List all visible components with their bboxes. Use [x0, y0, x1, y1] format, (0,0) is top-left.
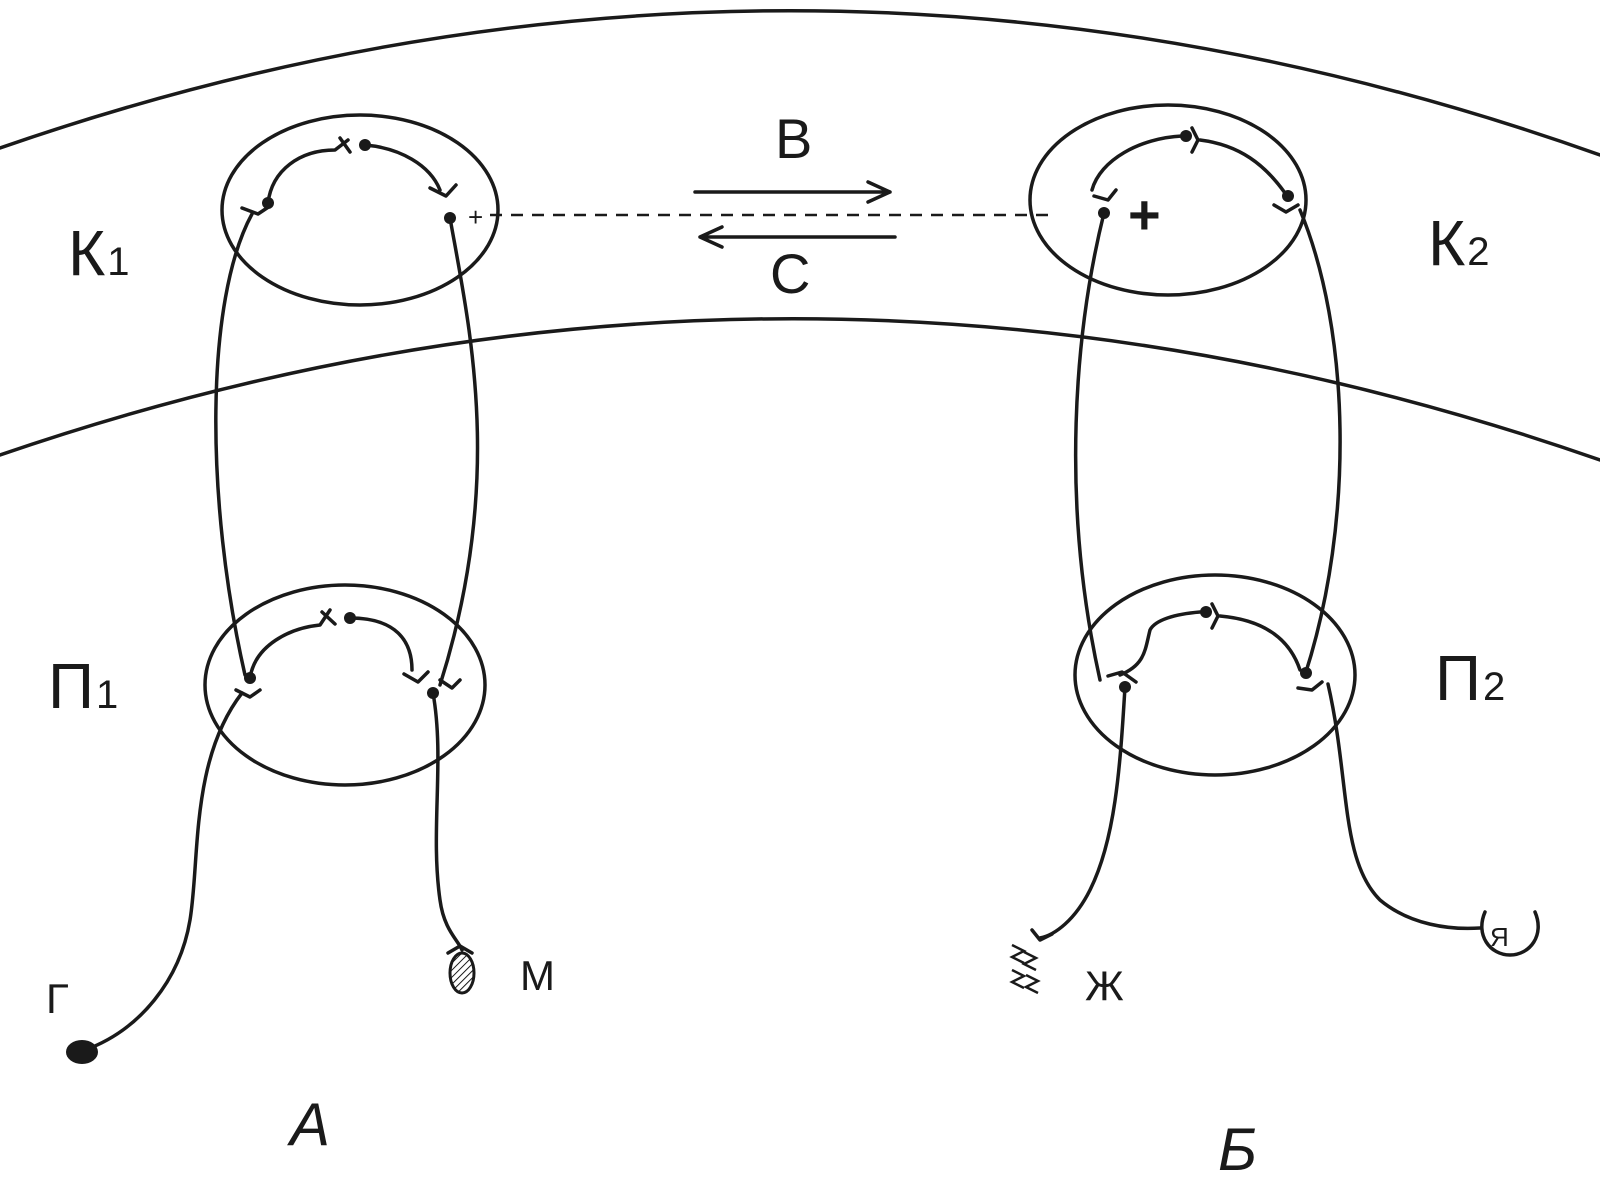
arrow-back — [698, 225, 897, 249]
label-zh: Ж — [1085, 962, 1124, 1009]
arrow-label-b: В — [775, 107, 812, 170]
label-k2: К2 — [1428, 207, 1490, 279]
zh-terminal — [1030, 928, 1054, 942]
p1-internal-pathway — [248, 608, 430, 684]
effector-ya-icon — [1480, 910, 1540, 957]
cortical-center-k1 — [220, 113, 500, 307]
plus-sign-k1: + — [468, 202, 483, 232]
k1-p1-left-fiber — [214, 212, 254, 677]
subcortical-center-p2 — [1073, 573, 1357, 777]
label-g: Г — [46, 975, 69, 1022]
afferent-fiber-g — [83, 691, 244, 1052]
k1-p1-right-fiber — [438, 216, 480, 687]
panel-label-b: Б — [1218, 1116, 1257, 1183]
p1-synapse-left — [244, 672, 256, 684]
k2-internal-pathway — [1090, 126, 1300, 214]
p1-synapse-top — [344, 612, 356, 624]
arrow-label-c: С — [770, 242, 810, 305]
label-ya: Я — [1490, 922, 1509, 952]
p2-synapse-top — [1200, 606, 1212, 618]
afferent-fiber-zh — [1038, 685, 1127, 940]
cortex-outer-boundary — [0, 8, 1600, 157]
k1-synapse-top — [359, 139, 371, 151]
m-terminal — [446, 944, 474, 955]
subcortical-center-p1 — [203, 583, 487, 787]
cortical-center-k2 — [1028, 103, 1308, 297]
efferent-fiber-ya — [1326, 682, 1482, 931]
label-m: М — [520, 952, 555, 999]
k2-p2-right-fiber — [1298, 208, 1342, 677]
k1-dendrite-left — [240, 204, 272, 216]
k2-synapse-right — [1282, 190, 1294, 202]
k2-p2-left-fiber — [1073, 211, 1106, 682]
efferent-fiber-m — [431, 691, 464, 952]
k1-internal-pathway — [266, 136, 458, 205]
p2-dendrite-left — [1106, 670, 1138, 684]
p2-internal-pathway — [1118, 602, 1302, 677]
label-p1: П1 — [48, 650, 118, 722]
p2-dendrite-right — [1296, 680, 1324, 692]
p1-dendrite-right — [438, 678, 462, 690]
label-k1: К1 — [68, 217, 130, 289]
effector-m — [448, 951, 476, 995]
label-p2: П2 — [1435, 642, 1505, 714]
cortex-inner-boundary — [0, 317, 1600, 462]
p2-synapse-right — [1300, 667, 1312, 679]
plus-sign-k2: + — [1128, 183, 1161, 246]
receptor-g — [66, 1040, 98, 1064]
panel-label-a: А — [287, 1091, 330, 1158]
k2-dendrite-left — [1092, 188, 1118, 202]
k2-synapse-top — [1180, 130, 1192, 142]
arrow-forward — [693, 180, 892, 204]
receptor-zh-icon — [1009, 943, 1041, 995]
